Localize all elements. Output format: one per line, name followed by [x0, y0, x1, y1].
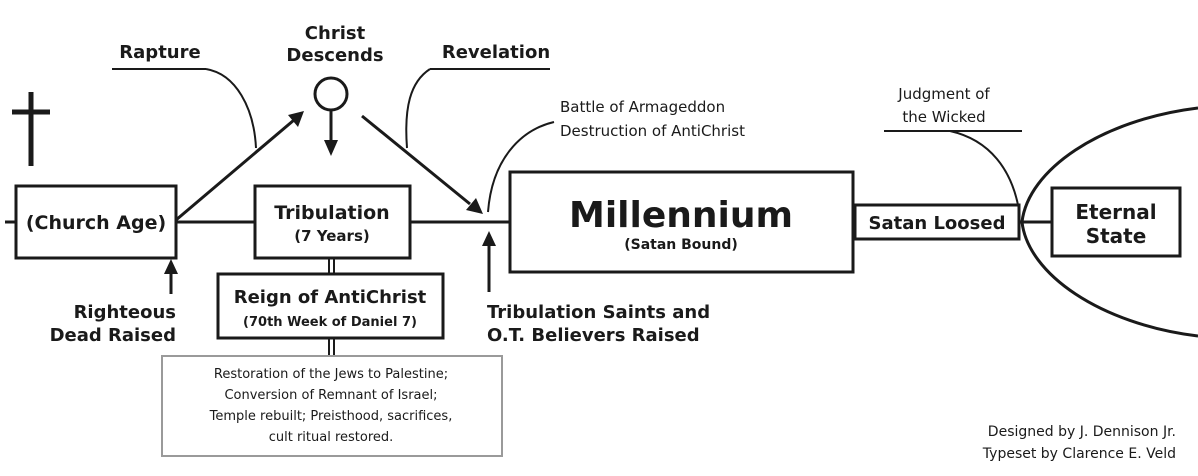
- church-age-box: (Church Age): [14, 184, 178, 260]
- judgment-curve: [949, 130, 1020, 211]
- eternal-state-box: Eternal State: [1050, 186, 1182, 258]
- restoration-line-3: Temple rebuilt; Preisthood, sacrifices,: [209, 409, 453, 424]
- judgment-label-2: the Wicked: [902, 108, 985, 126]
- satan-loosed-box: Satan Loosed: [853, 203, 1021, 241]
- tribulation-subtitle: (7 Years): [294, 227, 369, 245]
- saints-arrow-head: [482, 231, 496, 246]
- saints-label-1: Tribulation Saints and: [487, 302, 710, 323]
- restoration-line-1: Restoration of the Jews to Palestine;: [214, 367, 448, 382]
- righteous-arrow-head: [164, 259, 178, 274]
- saints-label-2: O.T. Believers Raised: [487, 325, 700, 346]
- restoration-box: Restoration of the Jews to Palestine; Co…: [161, 355, 503, 457]
- descend-arrow-head: [324, 140, 338, 156]
- christ-descends-label-1: Christ: [305, 23, 366, 44]
- eternal-state-line-1: Eternal: [1075, 200, 1156, 224]
- rapture-arrow-shaft: [175, 118, 295, 222]
- millennium-subtitle: (Satan Bound): [624, 237, 738, 253]
- tribulation-title: Tribulation: [274, 202, 389, 224]
- revelation-arrow-head: [466, 198, 483, 214]
- christ-circle-icon: [313, 76, 349, 112]
- armageddon-label-1: Battle of Armageddon: [560, 98, 725, 116]
- designed-by-credit: Designed by J. Dennison Jr.: [988, 424, 1176, 440]
- millennium-title: Millennium: [569, 195, 793, 236]
- righteous-label-1: Righteous: [74, 302, 176, 323]
- tribulation-box: Tribulation (7 Years): [253, 184, 412, 260]
- eternal-state-line-2: State: [1086, 224, 1147, 248]
- eternal-state-curve: [1020, 106, 1198, 338]
- christ-descends-label-2: Descends: [286, 45, 383, 66]
- restoration-line-2: Conversion of Remnant of Israel;: [224, 388, 437, 403]
- rapture-arrow-head: [288, 111, 304, 127]
- rapture-label: Rapture: [119, 42, 200, 63]
- antichrist-subtitle: (70th Week of Daniel 7): [243, 315, 417, 330]
- judgment-label-1: Judgment of: [897, 85, 990, 103]
- cross-icon: [12, 92, 50, 166]
- millennium-box: Millennium (Satan Bound): [508, 170, 855, 274]
- restoration-line-4: cult ritual restored.: [269, 430, 394, 445]
- armageddon-label-2: Destruction of AntiChrist: [560, 122, 745, 140]
- antichrist-box: Reign of AntiChrist (70th Week of Daniel…: [216, 272, 445, 340]
- revelation-arrow-shaft: [361, 114, 471, 206]
- satan-loosed-label: Satan Loosed: [869, 213, 1006, 234]
- armageddon-curve: [487, 121, 555, 213]
- tribulation-connector: [328, 258, 335, 356]
- typeset-by-credit: Typeset by Clarence E. Veld: [982, 446, 1176, 462]
- revelation-label: Revelation: [442, 42, 550, 63]
- church-age-label: (Church Age): [26, 212, 166, 234]
- revelation-curve: [405, 68, 431, 149]
- antichrist-title: Reign of AntiChrist: [234, 287, 427, 308]
- righteous-label-2: Dead Raised: [50, 325, 176, 346]
- rapture-curve: [205, 68, 257, 149]
